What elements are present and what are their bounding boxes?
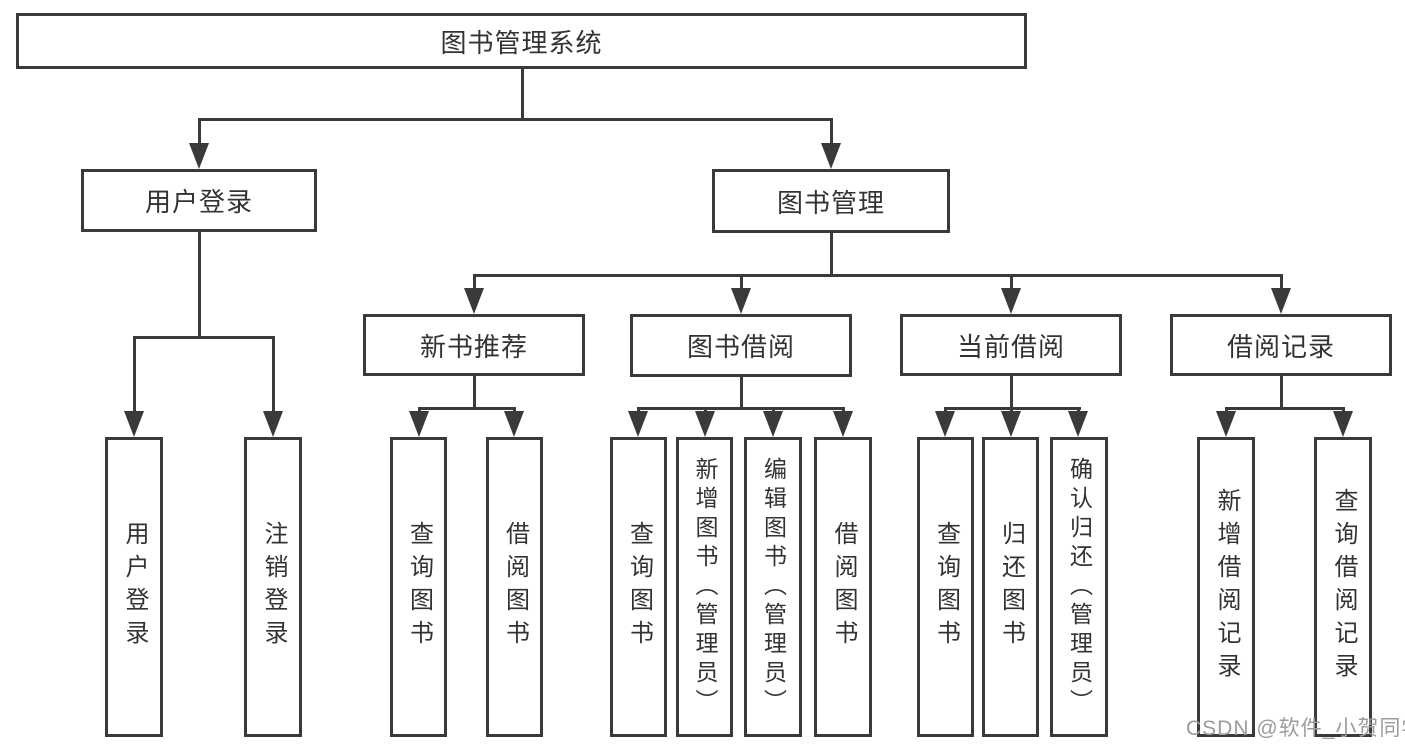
leaf-borrow-books-borrowing-label: 借阅图书: [830, 521, 857, 653]
arrow-down-icon: [1068, 411, 1088, 437]
connector-line: [417, 407, 516, 410]
leaf-query-books-borrowing-label: 查询图书: [625, 521, 653, 653]
connector-line: [472, 376, 476, 410]
box-book-borrowing-label: 图书借阅: [686, 332, 795, 362]
connector-line: [1224, 407, 1345, 410]
box-book-management: 图书管理: [712, 169, 950, 233]
connector-line: [472, 274, 476, 292]
box-new-book-recommendation-label: 新书推荐: [419, 331, 528, 362]
arrow-down-icon: [763, 411, 783, 437]
box-book-management-label: 图书管理: [776, 187, 885, 218]
connector-line: [197, 118, 201, 148]
box-new-book-recommendation: 新书推荐: [363, 314, 585, 376]
leaf-add-borrow-record-label: 新增借阅记录: [1213, 488, 1240, 686]
box-borrowing-records-label: 借阅记录: [1226, 331, 1335, 362]
connector-line: [520, 69, 524, 118]
leaf-query-books-current-label: 查询图书: [932, 521, 960, 653]
arrow-down-icon: [409, 411, 429, 437]
leaf-borrow-books-newbooks: 借阅图书: [486, 437, 543, 737]
box-user-login: 用户登录: [81, 169, 317, 232]
arrow-down-icon: [1001, 411, 1021, 437]
connector-line: [739, 376, 743, 410]
leaf-add-books-admin: 新增图书（管理员）: [676, 437, 733, 737]
arrow-down-icon: [731, 288, 751, 314]
leaf-edit-books-admin-label: 编辑图书（管理员）: [760, 456, 787, 718]
leaf-logout-login: 注销登录: [244, 437, 302, 737]
leaf-return-books: 归还图书: [982, 437, 1039, 737]
connector-line: [829, 118, 833, 148]
box-user-login-label: 用户登录: [144, 187, 253, 217]
connector-line: [132, 336, 275, 339]
leaf-query-books-borrowing: 查询图书: [610, 437, 667, 737]
leaf-query-borrow-record: 查询借阅记录: [1314, 437, 1372, 737]
connector-line: [1009, 274, 1013, 292]
connector-line: [271, 336, 275, 416]
leaf-user-login: 用户登录: [105, 437, 163, 737]
leaf-borrow-books-borrowing: 借阅图书: [814, 437, 872, 737]
arrow-down-icon: [628, 411, 648, 437]
arrow-down-icon: [1271, 288, 1291, 314]
box-library-system-label: 图书管理系统: [440, 27, 603, 58]
connector-line: [1279, 376, 1283, 410]
arrow-down-icon: [1216, 411, 1236, 437]
connector-line: [197, 232, 201, 339]
leaf-query-books-current: 查询图书: [917, 437, 974, 737]
leaf-query-borrow-record-label: 查询借阅记录: [1330, 488, 1357, 686]
box-current-borrowing: 当前借阅: [900, 314, 1122, 376]
connector-line: [636, 407, 845, 410]
leaf-borrow-books-newbooks-label: 借阅图书: [501, 521, 529, 653]
leaf-query-books-newbooks-label: 查询图书: [405, 521, 433, 653]
arrow-down-icon: [124, 411, 144, 437]
leaf-confirm-return-admin-label: 确认归还（管理员）: [1066, 456, 1093, 718]
connector-line: [197, 118, 833, 121]
box-book-borrowing: 图书借阅: [630, 314, 852, 377]
arrow-down-icon: [695, 411, 715, 437]
box-current-borrowing-label: 当前借阅: [956, 331, 1065, 362]
connector-line: [829, 233, 833, 277]
connector-line: [472, 274, 1283, 277]
box-library-system: 图书管理系统: [16, 13, 1027, 69]
arrow-down-icon: [464, 288, 484, 314]
leaf-query-books-newbooks: 查询图书: [390, 437, 447, 737]
connector-line: [739, 274, 743, 292]
leaf-user-login-label: 用户登录: [121, 521, 148, 653]
arrow-down-icon: [833, 411, 853, 437]
leaf-logout-login-label: 注销登录: [260, 521, 287, 653]
leaf-edit-books-admin: 编辑图书（管理员）: [744, 437, 802, 737]
arrow-down-icon: [821, 143, 841, 169]
arrow-down-icon: [935, 411, 955, 437]
arrow-down-icon: [263, 411, 283, 437]
arrow-down-icon: [1001, 288, 1021, 314]
leaf-add-books-admin-label: 新增图书（管理员）: [692, 456, 718, 718]
box-borrowing-records: 借阅记录: [1170, 314, 1392, 376]
connector-line: [1009, 376, 1013, 410]
csdn-watermark: CSDN @软件_小贺同学: [1186, 717, 1405, 740]
arrow-down-icon: [1333, 411, 1353, 437]
connector-line: [132, 336, 136, 416]
leaf-confirm-return-admin: 确认归还（管理员）: [1050, 437, 1108, 737]
arrow-down-icon: [189, 143, 209, 169]
leaf-return-books-label: 归还图书: [997, 521, 1025, 653]
arrow-down-icon: [504, 411, 524, 437]
connector-line: [1279, 274, 1283, 292]
leaf-add-borrow-record: 新增借阅记录: [1197, 437, 1255, 737]
